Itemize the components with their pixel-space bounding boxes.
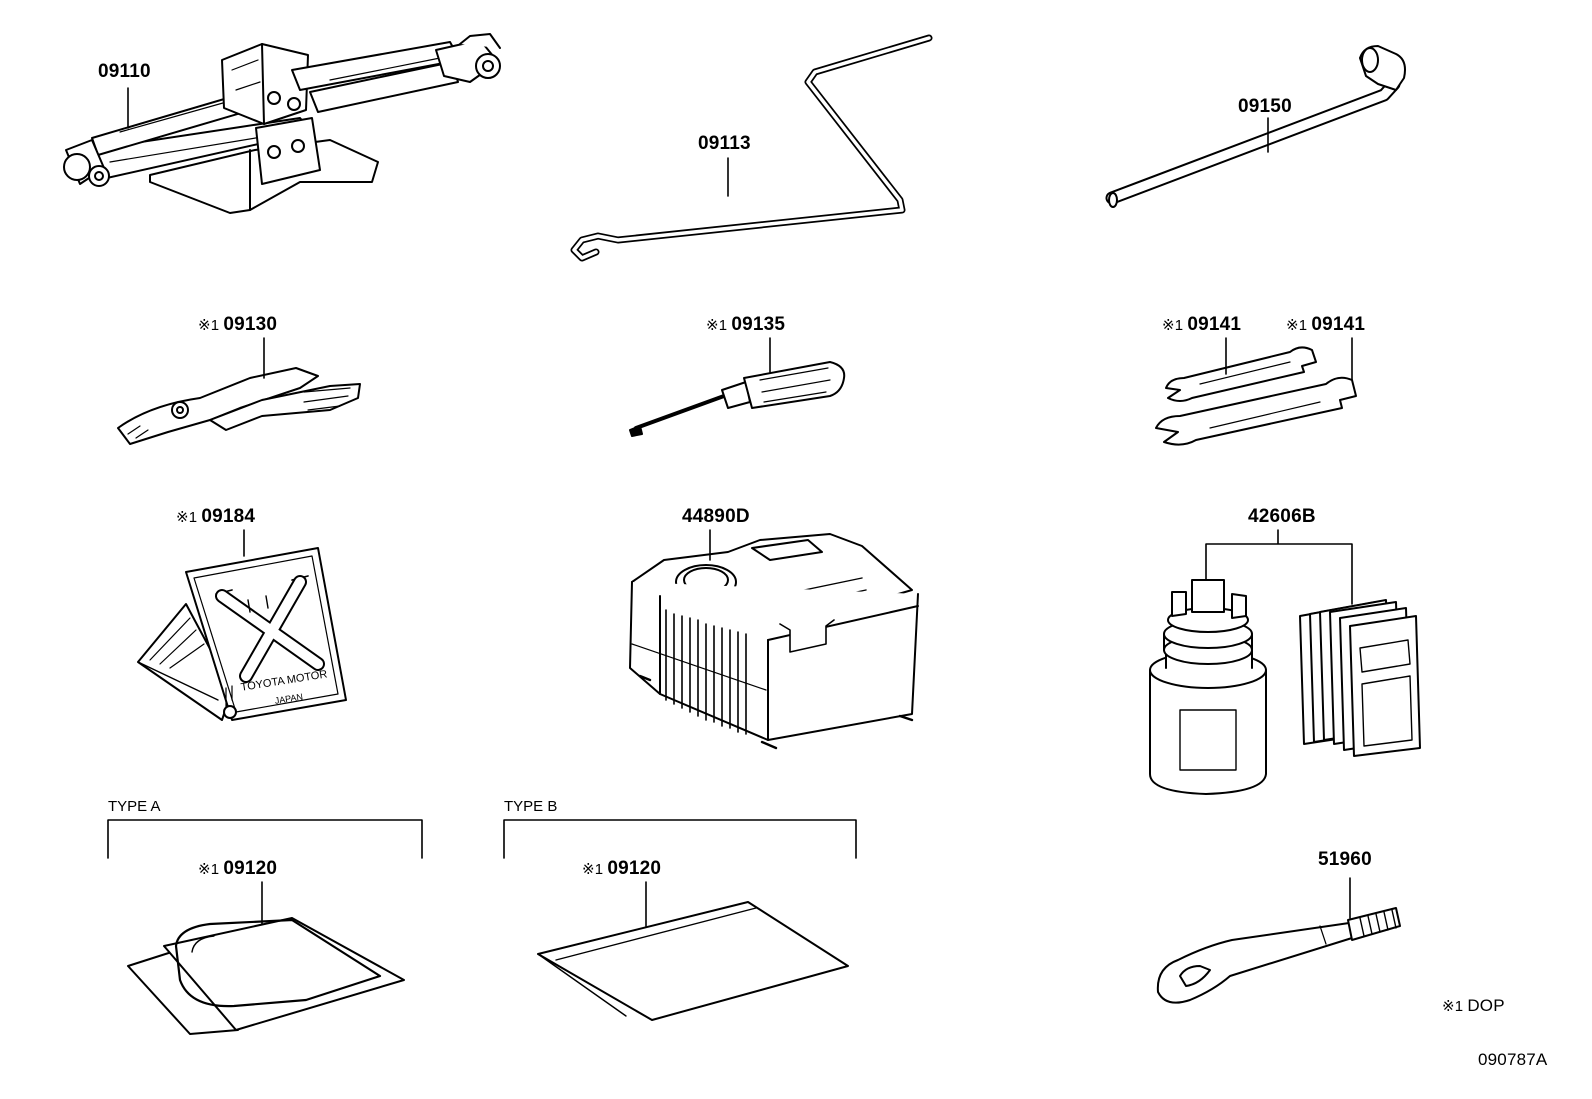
dop-legend-mark: ※1	[1442, 998, 1464, 1015]
dop-mark: ※1	[1286, 317, 1308, 334]
part-number-09113: 09113	[698, 133, 751, 154]
type-a-label: TYPE A	[108, 798, 161, 815]
part-number-09150: 09150	[1238, 96, 1292, 117]
jack-handle-illustration	[570, 34, 933, 262]
sealant-kit-illustration	[1149, 529, 1421, 795]
figure-code: 090787A	[1478, 1050, 1548, 1069]
pliers-illustration	[117, 337, 361, 445]
type-b-label: TYPE B	[504, 798, 558, 815]
screwdriver-illustration	[629, 337, 846, 437]
tool-bag-type-a-illustration	[127, 881, 405, 1035]
dop-mark: ※1	[198, 317, 220, 334]
dop-mark: ※1	[706, 317, 728, 334]
scissor-jack-illustration	[63, 33, 501, 214]
part-number-44890D: 44890D	[682, 506, 750, 527]
dop-mark: ※1	[582, 861, 604, 878]
type-a-bracket	[107, 819, 423, 859]
towing-eye-illustration	[1156, 877, 1401, 1004]
dop-mark: ※1	[198, 861, 220, 878]
dop-mark: ※1	[176, 509, 198, 526]
spanner-small-illustration	[1165, 337, 1317, 402]
tool-bag-type-b-illustration	[537, 881, 849, 1021]
dop-legend-text: DOP	[1467, 996, 1505, 1015]
lug-wrench-illustration	[1105, 45, 1406, 208]
type-b-bracket	[503, 819, 857, 859]
part-number-42606B: 42606B	[1248, 506, 1316, 527]
part-number-51960: 51960	[1318, 849, 1372, 870]
spanner-large-illustration	[1155, 337, 1357, 446]
dop-mark: ※1	[1162, 317, 1184, 334]
warning-plate-illustration	[137, 529, 347, 721]
part-number-09110: 09110	[98, 61, 151, 82]
compressor-illustration	[629, 529, 919, 750]
